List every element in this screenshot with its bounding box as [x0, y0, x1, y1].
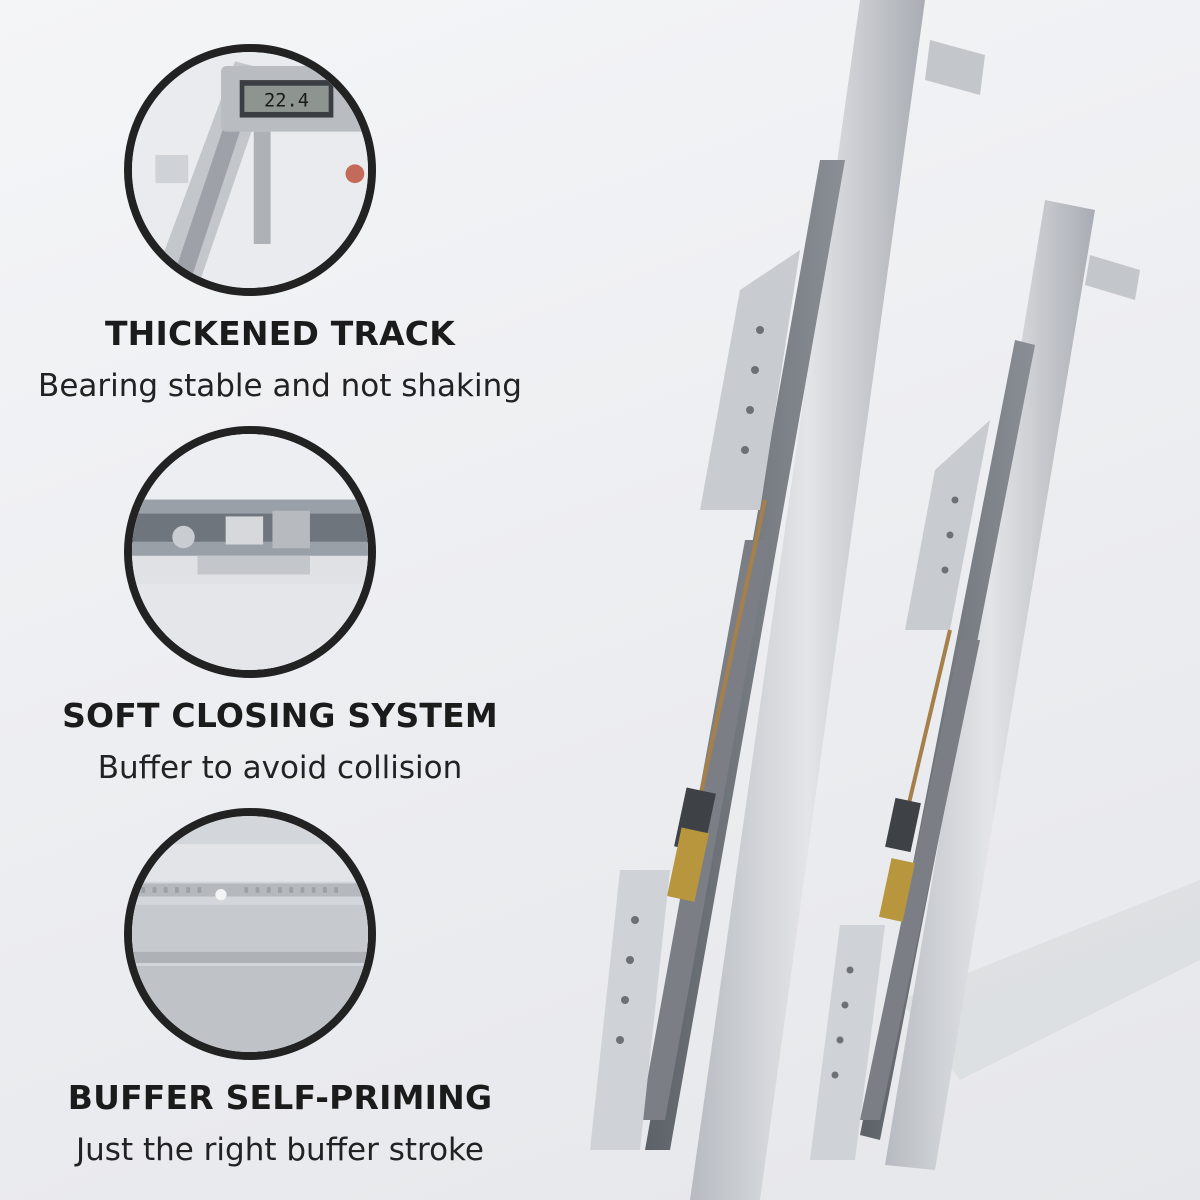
feature-subtitle-thickened-track: Bearing stable and not shaking	[38, 368, 522, 404]
large-drawer-slide	[590, 0, 985, 1200]
feature-title-buffer-self-priming: BUFFER SELF-PRIMING	[67, 1078, 493, 1117]
soft-closing-system-photo	[124, 426, 376, 678]
feature-title-soft-closing: SOFT CLOSING SYSTEM	[62, 696, 498, 735]
caliper-reading: 22.4	[264, 90, 309, 111]
feature-subtitle-soft-closing: Buffer to avoid collision	[97, 750, 463, 786]
buffer-self-priming-photo	[124, 808, 376, 1060]
thickened-track-photo: 22.4	[124, 44, 376, 296]
small-drawer-slide	[810, 200, 1140, 1170]
feature-title-thickened-track: THICKENED TRACK	[104, 314, 456, 353]
drawer-slides-product-image	[590, 0, 1200, 1200]
feature-subtitle-buffer-self-priming: Just the right buffer stroke	[76, 1132, 484, 1168]
